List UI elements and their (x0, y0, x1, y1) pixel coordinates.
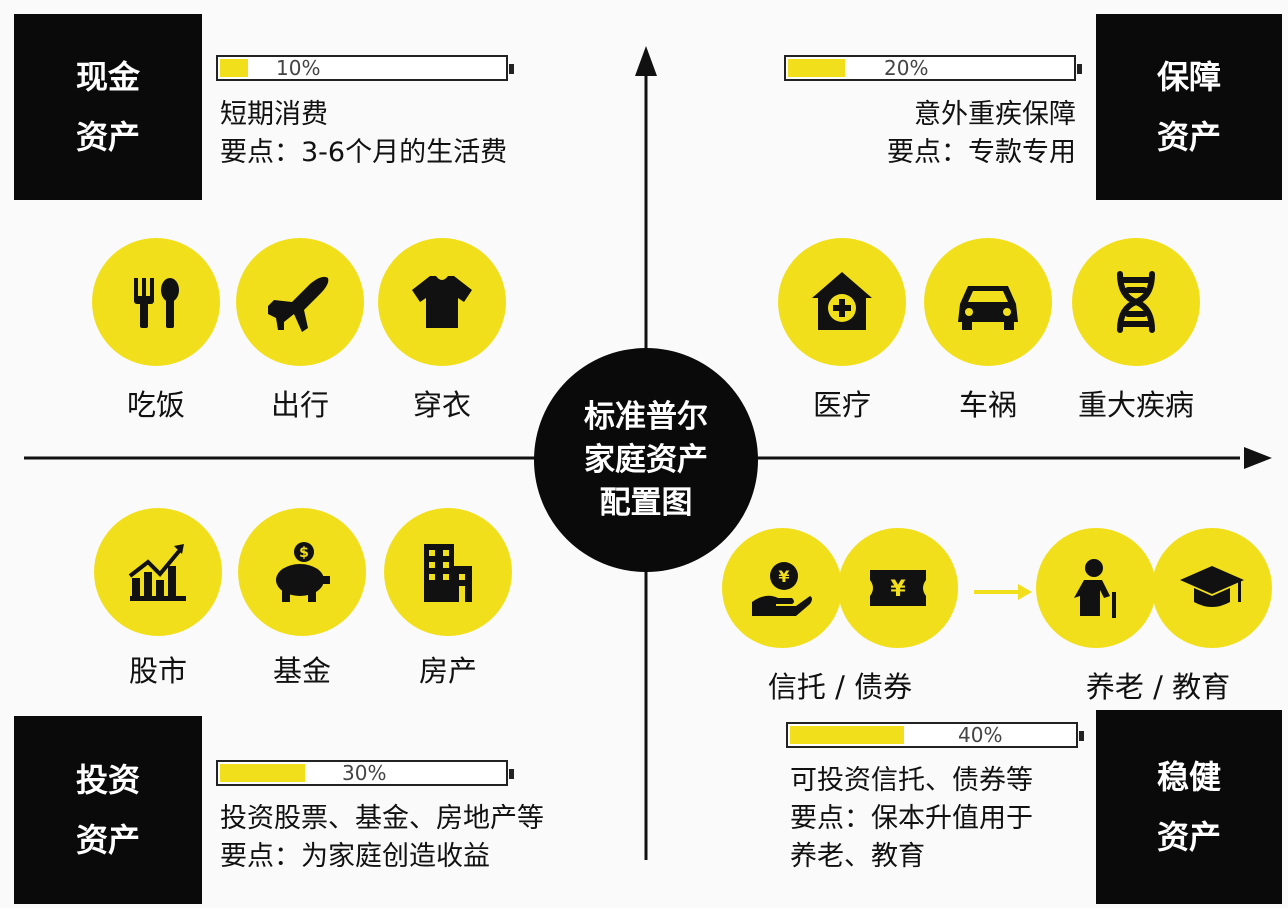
cash-desc-1: 短期消费 (220, 99, 328, 130)
battery-nub (509, 64, 514, 74)
protection-percent-bar: 20% (784, 55, 1082, 81)
svg-text:$: $ (299, 545, 309, 561)
group-label-trust-bonds: 信托 / 债券 (767, 670, 913, 704)
stable-desc-1: 可投资信托、债券等 (790, 765, 1033, 796)
protection-title-line-1: 保障 (1156, 58, 1221, 96)
item-label-real-estate: 房产 (418, 654, 477, 688)
protection-title-line-2: 资产 (1156, 118, 1221, 156)
cash-percent-label: 10% (276, 56, 321, 80)
group-label-pension-education: 养老 / 教育 (1085, 670, 1231, 704)
investment-desc-1: 投资股票、基金、房地产等 (220, 803, 544, 834)
protection-desc-2: 要点：专款专用 (887, 137, 1076, 168)
stable-percent-fill (790, 726, 904, 744)
protection-percent-label: 20% (884, 56, 929, 80)
cash-assets-title: 现金 资产 (14, 14, 202, 200)
cash-percent-bar: 10% (216, 55, 514, 81)
investment-percent-bar: 30% (216, 760, 514, 786)
item-label-funds: 基金 (272, 654, 331, 688)
stable-percent-bar: 40% (786, 722, 1084, 748)
dna-icon (1072, 238, 1200, 366)
fork-spoon-icon (92, 238, 220, 366)
center-title-line-2: 家庭资产 (584, 441, 708, 478)
stable-desc-2: 要点：保本升值用于 (790, 803, 1033, 834)
car-icon (924, 238, 1052, 366)
stock-chart-icon (94, 508, 222, 636)
airplane-icon (236, 238, 364, 366)
arrow-right-icon (974, 584, 1032, 600)
center-title-line-1: 标准普尔 (584, 398, 708, 435)
investment-assets-title: 投资 资产 (14, 716, 202, 904)
building-icon (384, 508, 512, 636)
investment-desc-2: 要点：为家庭创造收益 (220, 841, 490, 872)
battery-nub (1079, 731, 1084, 741)
stable-assets-title: 稳健 资产 (1096, 710, 1282, 904)
item-label-medical: 医疗 (812, 388, 871, 422)
svg-text:¥: ¥ (890, 577, 906, 602)
cash-percent-fill (220, 59, 248, 77)
elder-icon (1036, 528, 1156, 648)
item-label-major-illness: 重大疾病 (1077, 388, 1194, 422)
investment-percent-label: 30% (342, 761, 387, 785)
item-label-travel: 出行 (270, 388, 329, 422)
protection-assets-title: 保障 资产 (1096, 14, 1282, 200)
cash-title-line-1: 现金 (75, 58, 140, 96)
investment-title-line-2: 资产 (75, 821, 140, 859)
center-title: 标准普尔 家庭资产 配置图 (534, 348, 758, 572)
center-title-line-3: 配置图 (599, 484, 693, 521)
stable-percent-label: 40% (958, 723, 1003, 747)
cash-desc-2: 要点：3-6个月的生活费 (220, 137, 508, 168)
battery-nub (1077, 64, 1082, 74)
hospital-icon (778, 238, 906, 366)
stable-desc-3: 养老、教育 (790, 841, 925, 872)
shirt-icon (378, 238, 506, 366)
item-label-car-accident: 车祸 (958, 388, 1017, 422)
svg-text:¥: ¥ (778, 567, 789, 586)
protection-desc-1: 意外重疾保障 (914, 99, 1076, 130)
coin-hand-icon: ¥ (722, 528, 842, 648)
investment-title-line-1: 投资 (75, 761, 140, 799)
item-label-eating: 吃饭 (126, 388, 185, 422)
battery-nub (509, 769, 514, 779)
bond-ticket-icon: ¥ (838, 528, 958, 648)
graduation-cap-icon (1152, 528, 1272, 648)
piggy-bank-icon: $ (238, 508, 366, 636)
protection-percent-fill (788, 59, 845, 77)
item-label-clothing: 穿衣 (412, 388, 471, 422)
item-label-stocks: 股市 (128, 654, 187, 688)
stable-title-line-2: 资产 (1156, 818, 1221, 856)
stable-title-line-1: 稳健 (1156, 758, 1221, 796)
investment-percent-fill (220, 764, 305, 782)
cash-title-line-2: 资产 (75, 118, 140, 156)
